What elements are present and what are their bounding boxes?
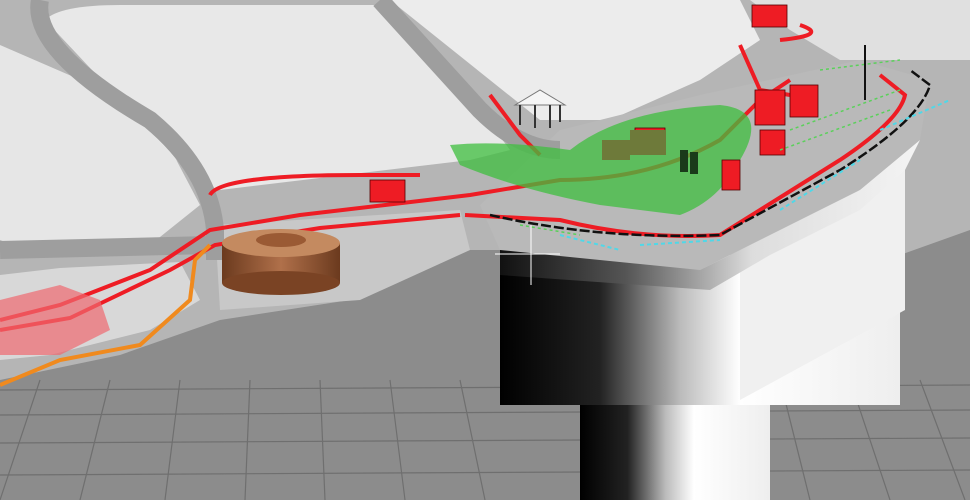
structures-red	[369, 4, 819, 203]
route-line-orange	[0, 243, 212, 387]
plaza-right	[750, 0, 970, 60]
gazebo	[513, 89, 567, 128]
markers-green	[519, 59, 901, 236]
plaza-upper-left	[0, 45, 200, 255]
crosshair-cursor	[495, 225, 560, 285]
highlight-zone-red	[0, 285, 110, 355]
railing	[489, 69, 932, 238]
ground-grid	[0, 379, 970, 500]
coverage-zone-green	[450, 105, 752, 215]
plaza-top	[45, 5, 510, 190]
tower-right-face	[740, 160, 905, 400]
tower-deck-edge	[500, 140, 920, 290]
plaza-top-right	[390, 0, 760, 120]
rotunda-building	[222, 229, 340, 295]
markers-cyan	[559, 99, 951, 251]
structures-green	[602, 130, 698, 174]
